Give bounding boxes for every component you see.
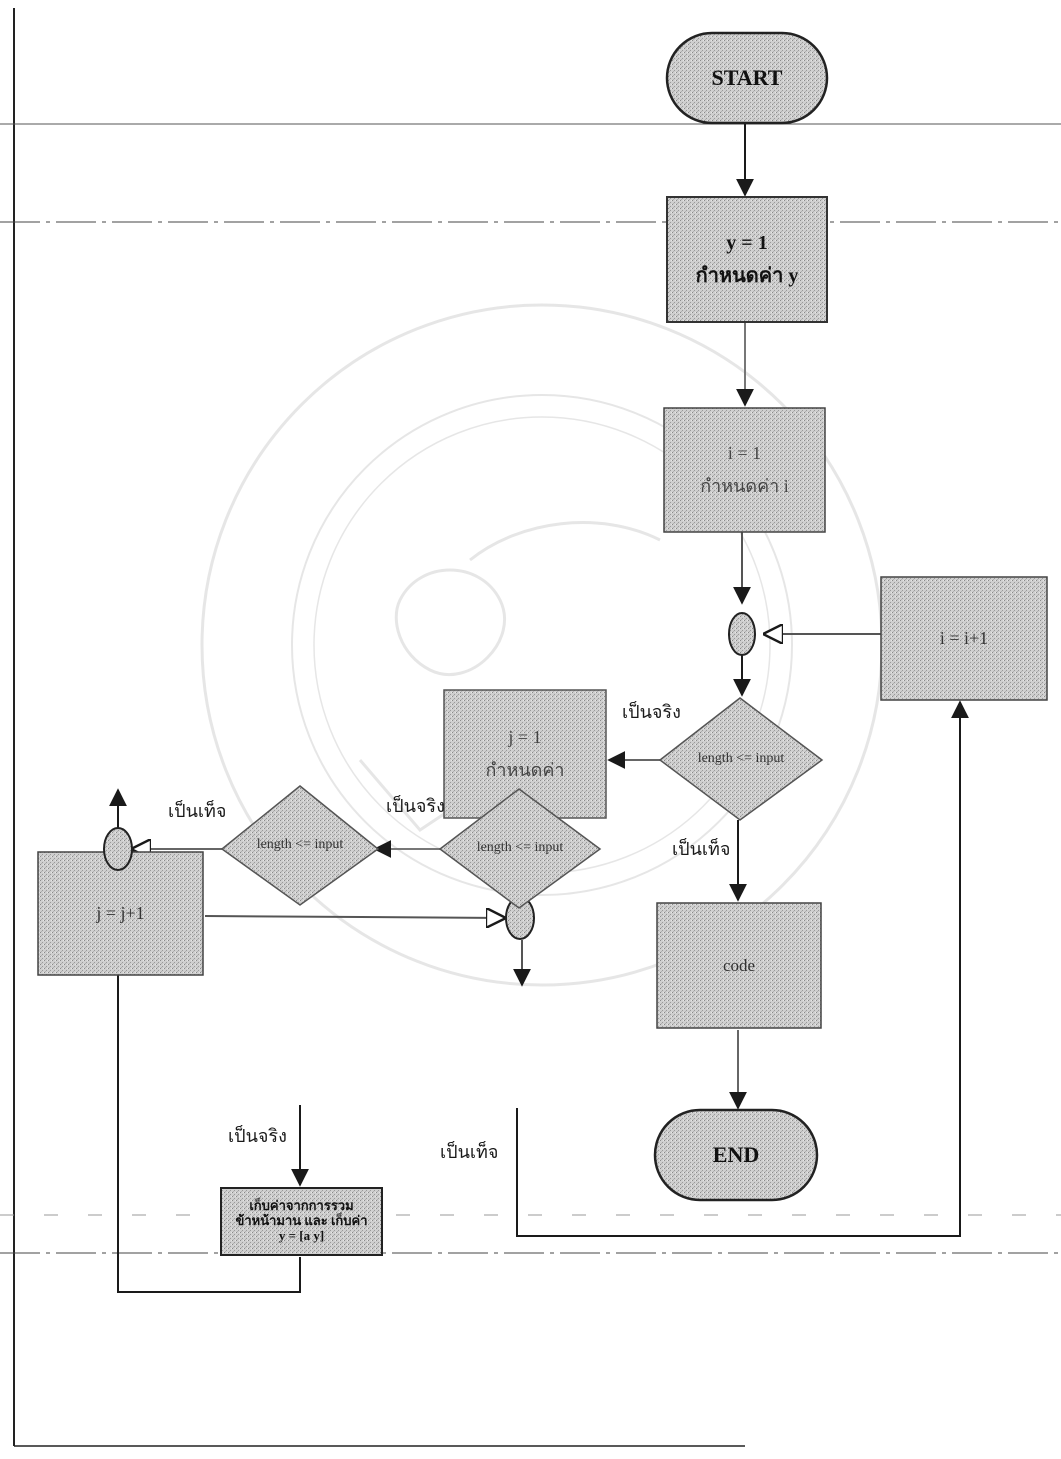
incr-i-text: i = i+1 — [940, 628, 988, 649]
decision-outer-text: length <= input — [698, 751, 785, 767]
init-j-line1: j = 1 — [508, 727, 541, 748]
end-text: END — [713, 1142, 759, 1167]
start-text: START — [712, 65, 783, 90]
edge-label-inner-true: เป็นจริง — [228, 1127, 287, 1145]
decision-outer-label: length <= input — [660, 698, 822, 820]
decision-mid-text: length <= input — [477, 840, 564, 856]
process-code-label: code — [657, 903, 821, 1028]
store-value-label: เก็บค่าจากการรวม ข้าหน้ามาน และ เก็บค่า … — [221, 1188, 382, 1255]
init-y-label: y = 1 กำหนดค่า y — [667, 197, 827, 322]
end-label: END — [655, 1110, 817, 1200]
store-value-line2: ข้าหน้ามาน และ เก็บค่า — [235, 1214, 367, 1229]
start-label: START — [667, 33, 827, 123]
incr-j-text: j = j+1 — [96, 903, 144, 924]
decision-inner-label: length <= input — [222, 786, 378, 905]
decision-mid-label: length <= input — [440, 789, 600, 908]
edge-label-mid-false: เป็นเท็จ — [440, 1143, 498, 1161]
decision-inner-text: length <= input — [257, 837, 344, 853]
init-j-line2: กำหนดค่า — [485, 760, 564, 781]
process-code-text: code — [723, 956, 755, 976]
init-i-line1: i = 1 — [728, 443, 761, 464]
init-i-line2: กำหนดค่า i — [700, 476, 789, 497]
incr-j-label: j = j+1 — [38, 852, 203, 975]
edge-label-outer-false: เป็นเท็จ — [672, 840, 730, 858]
edge-label-mid-true: เป็นจริง — [386, 797, 445, 815]
store-value-line3: y = [a y] — [279, 1229, 324, 1244]
incr-i-label: i = i+1 — [881, 577, 1047, 700]
init-i-label: i = 1 กำหนดค่า i — [664, 408, 825, 532]
junction-right — [729, 613, 755, 655]
init-y-line1: y = 1 — [726, 232, 767, 255]
store-value-line1: เก็บค่าจากการรวม — [249, 1199, 353, 1214]
init-y-line2: กำหนดค่า y — [696, 265, 799, 288]
edge-label-inner-false: เป็นเท็จ — [168, 802, 226, 820]
edge-label-outer-true: เป็นจริง — [622, 703, 681, 721]
